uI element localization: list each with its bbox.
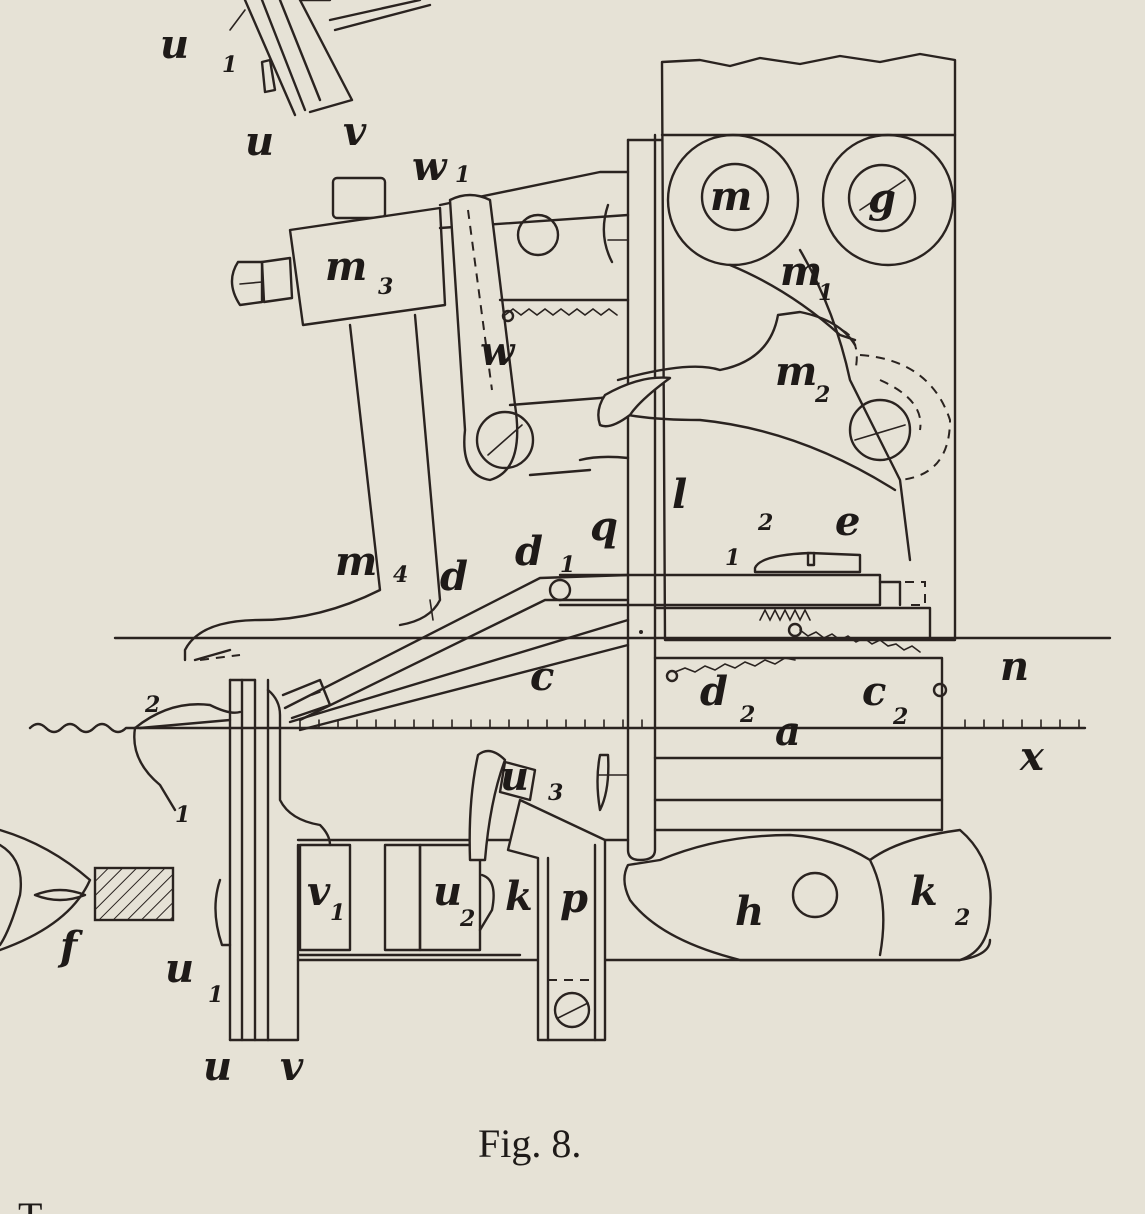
label-1-lower: 1: [175, 802, 190, 828]
label-c: c: [530, 653, 554, 700]
block-a: [653, 608, 948, 832]
label-g: g: [868, 175, 896, 222]
label-x: x: [1019, 733, 1045, 780]
svg-text:2: 2: [814, 382, 830, 408]
label-u2: u: [433, 868, 462, 915]
label-u-top: u: [245, 118, 274, 165]
thread: [28, 703, 242, 812]
label-v-bottom: v: [280, 1043, 304, 1090]
label-p: p: [560, 875, 588, 922]
top-inset-plates: [229, 0, 432, 117]
label-w: w: [480, 328, 516, 375]
labels: u 1 u v w 1 m 3 w m g m 1 m 2 l q d 1 m …: [57, 21, 1045, 1090]
ruler-x: [299, 719, 1080, 729]
bottom-text-fragment: T: [18, 1194, 42, 1214]
label-d2: d: [700, 668, 728, 715]
label-c2: c: [862, 668, 886, 715]
pawl: [578, 376, 672, 462]
label-e: e: [835, 498, 860, 545]
svg-text:2: 2: [459, 906, 475, 932]
arm-k: [623, 828, 992, 962]
plate-e: [558, 551, 932, 640]
label-d: d: [440, 553, 468, 600]
cutter-f: [0, 828, 175, 952]
label-w1: w: [412, 143, 448, 190]
svg-text:4: 4: [393, 562, 408, 588]
svg-text:1: 1: [818, 280, 833, 306]
label-m: m: [710, 173, 752, 220]
label-l: l: [672, 471, 687, 518]
main-frame: [603, 52, 957, 642]
label-m1: m: [780, 248, 822, 295]
label-m3: m: [325, 243, 367, 290]
label-h: h: [735, 888, 764, 935]
label-n: n: [1000, 643, 1029, 690]
svg-text:3: 3: [548, 780, 563, 806]
svg-text:2: 2: [739, 702, 755, 728]
svg-text:1: 1: [208, 982, 223, 1008]
feed-arms: [281, 573, 630, 732]
svg-text:1: 1: [330, 900, 345, 926]
bracket-m3: [183, 170, 630, 662]
label-m2: m: [775, 348, 817, 395]
figure-caption: Fig. 8.: [478, 1121, 581, 1166]
label-2-lower: 2: [144, 692, 160, 718]
bottom-plates-u-v: [214, 678, 332, 1042]
label-u-bottom: u: [203, 1043, 232, 1090]
label-2-upper: 2: [757, 510, 773, 536]
lower-rail: [296, 749, 992, 1042]
label-m4: m: [335, 538, 377, 585]
label-a: a: [775, 708, 801, 755]
label-u1-bottom: u: [165, 945, 194, 992]
svg-text:1: 1: [455, 162, 470, 188]
label-k: k: [505, 873, 533, 920]
label-d1: d: [515, 528, 543, 575]
svg-text:1: 1: [222, 52, 237, 78]
label-q: q: [590, 503, 618, 550]
svg-text:1: 1: [560, 552, 575, 578]
label-v-top: v: [343, 108, 367, 155]
label-1-upper: 1: [725, 545, 740, 571]
lever-w: [448, 193, 630, 482]
vertical-bar-l: [626, 133, 664, 862]
label-u1-top: u: [160, 21, 189, 68]
svg-text:2: 2: [892, 704, 908, 730]
svg-text:2: 2: [954, 905, 970, 931]
label-k2: k: [910, 868, 938, 915]
label-f: f: [57, 923, 83, 970]
label-u3: u: [500, 753, 529, 800]
svg-text:3: 3: [378, 274, 393, 300]
label-v1: v: [307, 868, 331, 915]
